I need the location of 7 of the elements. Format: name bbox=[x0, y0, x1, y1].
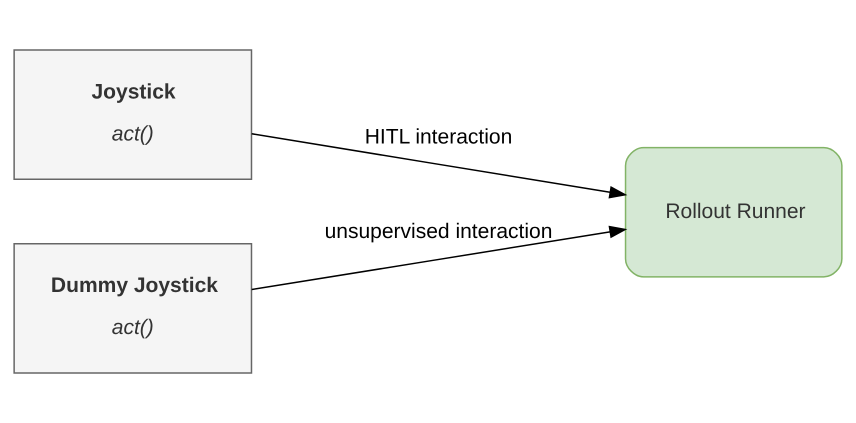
node-box: Joystick act() bbox=[13, 49, 252, 180]
node-box: Rollout Runner bbox=[624, 146, 843, 278]
edge-label: unsupervised interaction bbox=[324, 220, 552, 244]
arrow bbox=[252, 226, 628, 290]
arrow bbox=[252, 133, 628, 198]
edge-label: HITL interaction bbox=[364, 125, 512, 148]
node-box: Dummy Joystick act() bbox=[13, 243, 252, 374]
